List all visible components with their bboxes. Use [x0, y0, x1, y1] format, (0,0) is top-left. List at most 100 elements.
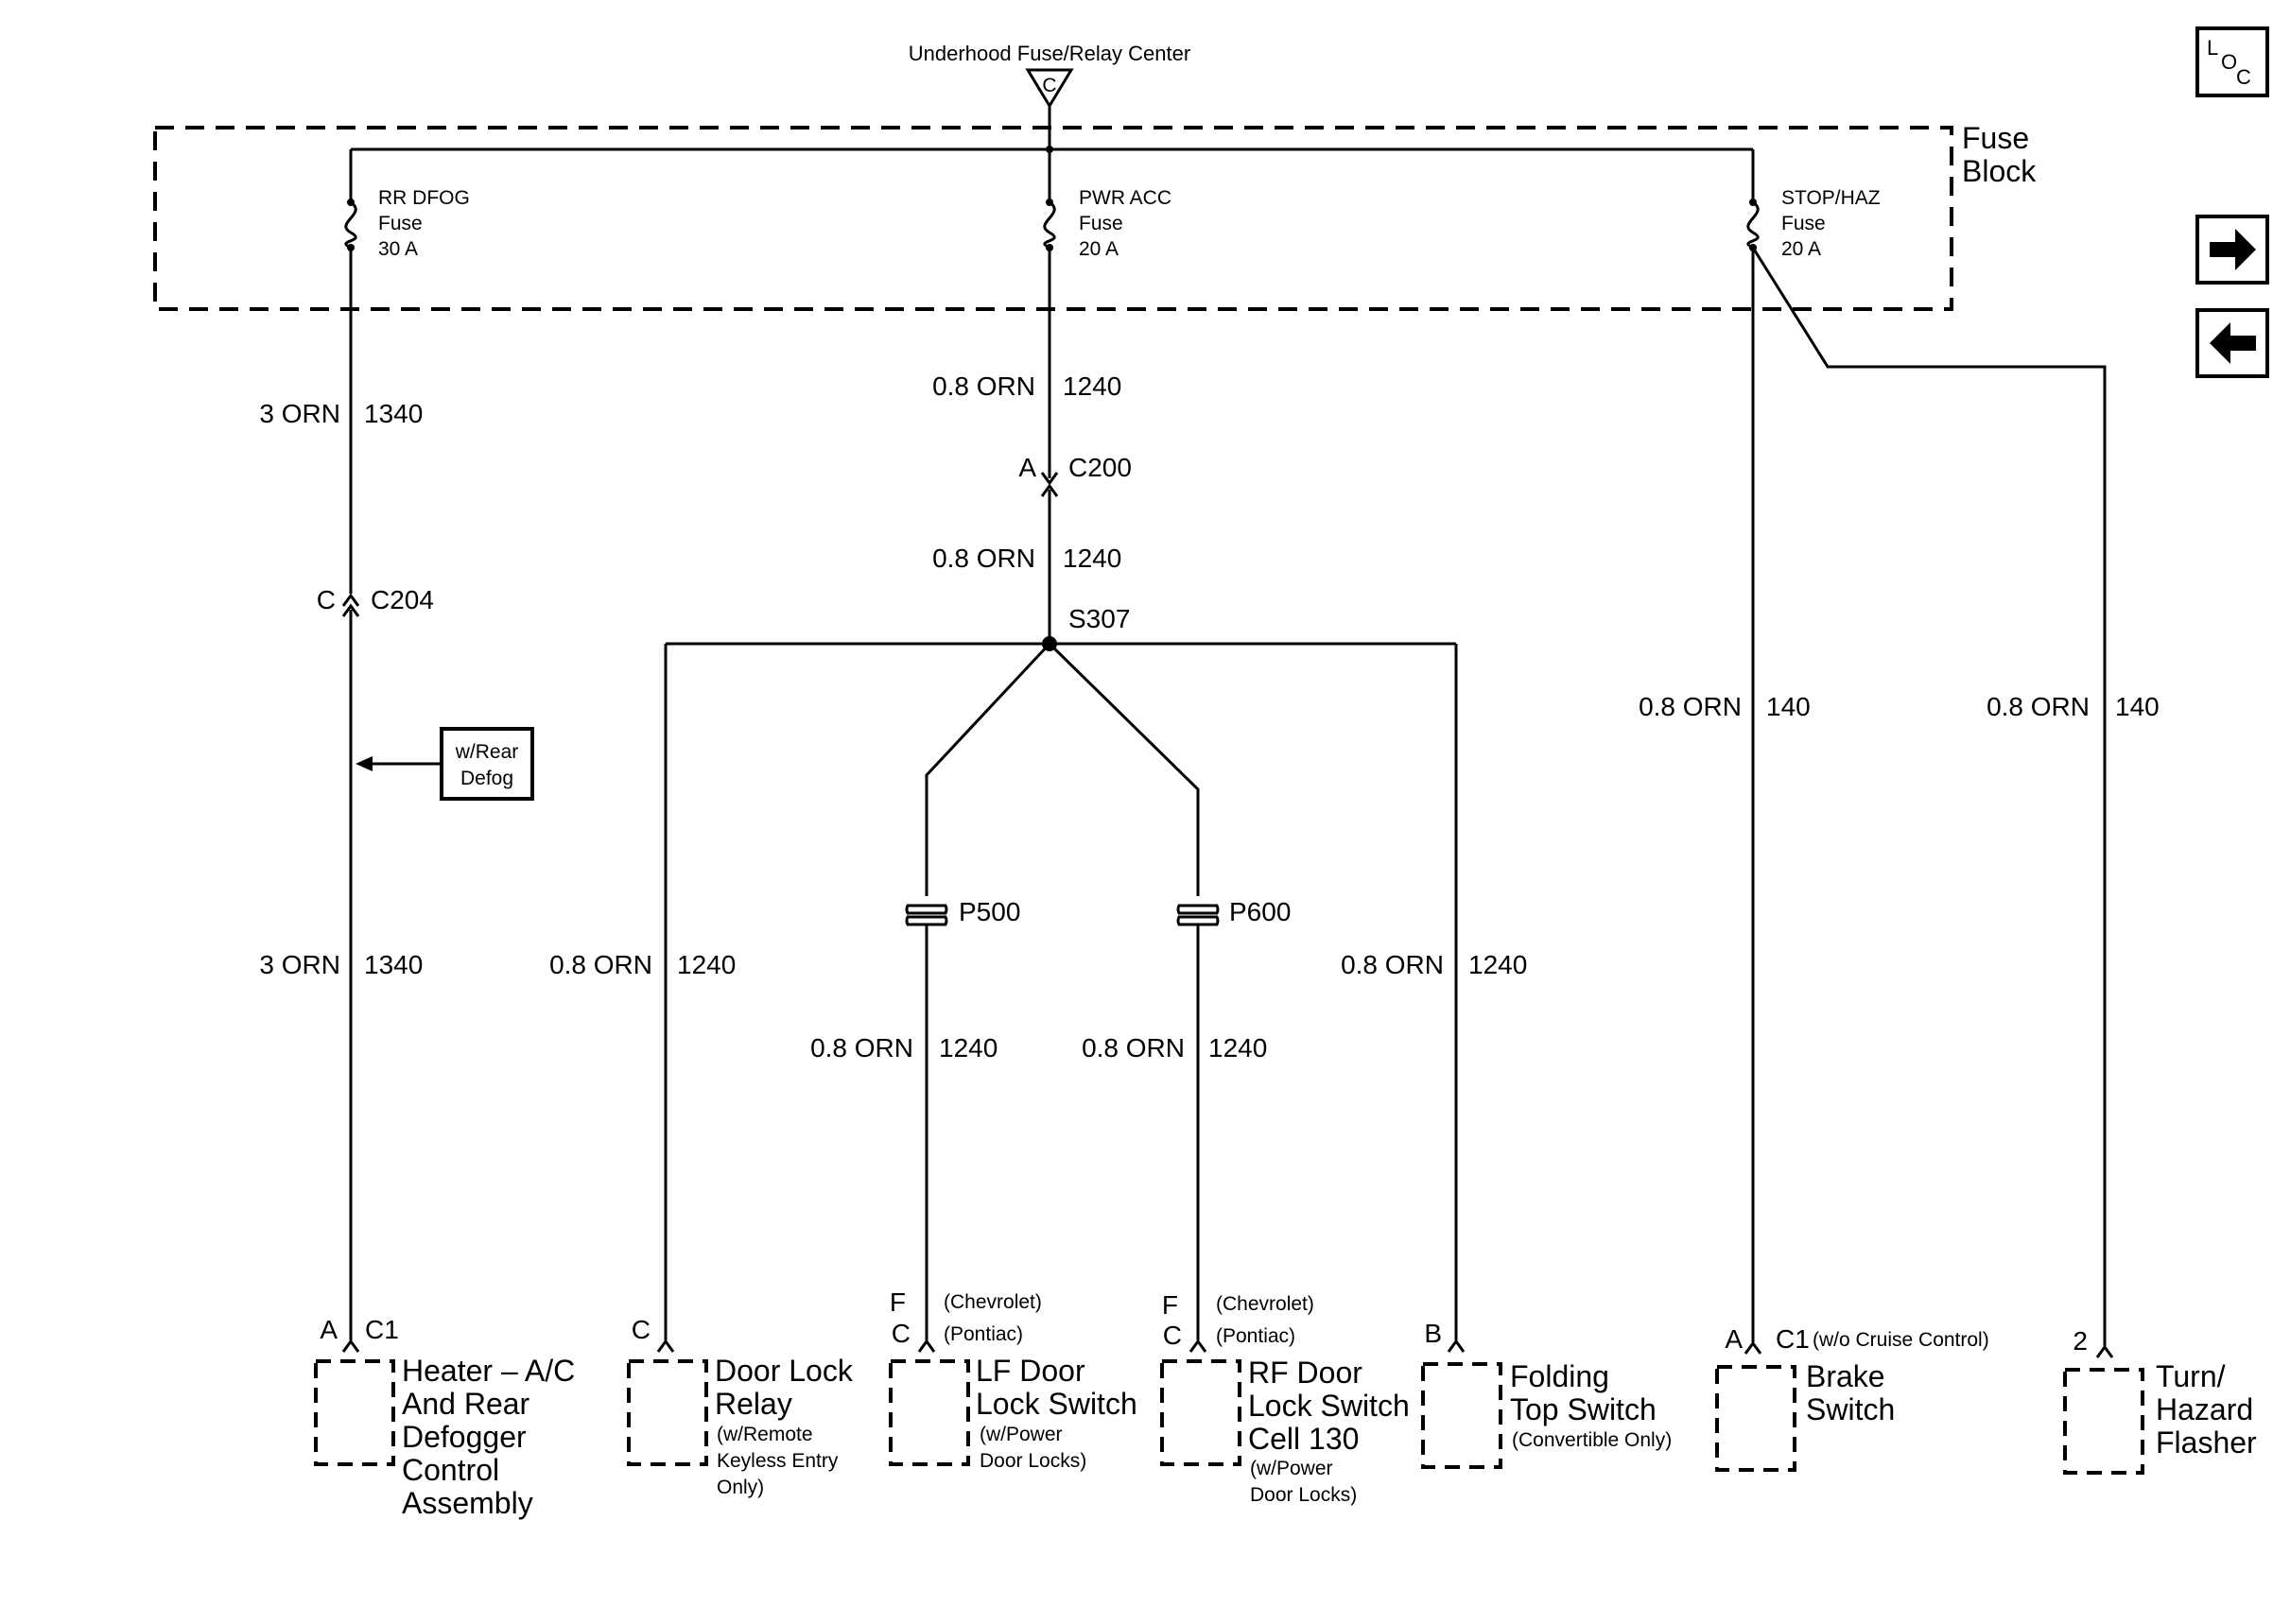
loc-letter-o: O — [2221, 50, 2237, 74]
fuse-pwr-acc-word: Fuse — [1079, 213, 1123, 234]
lf-pin2: C — [892, 1319, 911, 1348]
fuse-rr-dfog-name: RR DFOG — [378, 187, 470, 209]
fuse-pwr-acc: PWR ACC Fuse 20 A — [1043, 149, 1171, 260]
note-rear-defog-line1: w/Rear — [455, 741, 519, 763]
flasher-label-3: Flasher — [2156, 1425, 2257, 1460]
rf-note1: (Chevrolet) — [1216, 1293, 1314, 1315]
brake-pin: A — [1725, 1324, 1743, 1354]
relay-label-2: Relay — [715, 1387, 792, 1421]
forward-button[interactable] — [2195, 215, 2269, 285]
rf-label-2: Lock Switch — [1248, 1389, 1410, 1423]
wire-1240-mid-circuit: 1240 — [1063, 544, 1121, 573]
rf-pin2: C — [1163, 1321, 1182, 1350]
wire-1340-bot-gauge: 3 ORN — [259, 950, 340, 979]
flasher-label-1: Turn/ — [2156, 1359, 2226, 1393]
wire-1240-fold-gauge: 0.8 ORN — [1341, 950, 1444, 979]
brake-conn-note: (w/o Cruise Control) — [1813, 1329, 1989, 1351]
relay-pin: C — [632, 1315, 651, 1344]
component-brake-switch: A C1 (w/o Cruise Control) Brake Switch — [1715, 1324, 1989, 1472]
loc-letter-c: C — [2236, 65, 2251, 89]
fuse-block-label-2: Block — [1962, 154, 2037, 188]
fuse-stop-haz: STOP/HAZ Fuse 20 A — [1746, 149, 1881, 260]
wire-140-flasher-circuit: 140 — [2115, 692, 2160, 721]
heater-label-4: Control — [402, 1453, 499, 1487]
source-triangle — [1025, 68, 1074, 109]
wire-1240-mid-gauge: 0.8 ORN — [932, 544, 1035, 573]
brake-label-2: Switch — [1806, 1392, 1895, 1426]
component-turn-hazard-flasher: 2 Turn/ Hazard Flasher — [2063, 1326, 2257, 1475]
connector-p600-name: P600 — [1229, 897, 1291, 926]
heater-pin: A — [320, 1315, 338, 1344]
relay-note-2: Keyless Entry — [717, 1450, 839, 1472]
note-rear-defog: w/Rear Defog — [356, 727, 534, 801]
fuse-stop-haz-rating: 20 A — [1781, 238, 1821, 260]
wire-1340-top-gauge: 3 ORN — [259, 399, 340, 428]
heater-label-5: Assembly — [402, 1486, 533, 1520]
wire-1240-relay-gauge: 0.8 ORN — [549, 950, 652, 979]
flasher-label-2: Hazard — [2156, 1392, 2253, 1426]
back-button[interactable] — [2195, 308, 2269, 378]
component-door-lock-relay: C Door Lock Relay (w/Remote Keyless Entr… — [627, 1315, 854, 1498]
heater-label-3: Defogger — [402, 1420, 527, 1454]
wire-1240-top-gauge: 0.8 ORN — [932, 371, 1035, 401]
connector-c204: C C204 — [317, 585, 434, 617]
relay-note-1: (w/Remote — [717, 1424, 813, 1445]
lf-note-2: Door Locks) — [980, 1450, 1086, 1472]
connector-c200-pin: A — [1018, 453, 1036, 482]
rf-label-3: Cell 130 — [1248, 1422, 1359, 1456]
connector-p600: P600 — [1176, 897, 1291, 926]
component-folding-top-switch: B Folding Top Switch (Convertible Only) — [1421, 1319, 1672, 1469]
right-arrow-icon — [2210, 229, 2256, 270]
source-pin: C — [1042, 75, 1056, 96]
lf-note1: (Chevrolet) — [944, 1291, 1042, 1313]
wire-1240-lf-circuit: 1240 — [939, 1033, 998, 1063]
splice-s307-name: S307 — [1068, 604, 1130, 633]
rf-note-1: (w/Power — [1250, 1458, 1333, 1479]
lf-pin1: F — [890, 1287, 906, 1317]
component-heater-ac-defogger: A C1 Heater – A/C And Rear Defogger Cont… — [314, 1315, 575, 1520]
fuse-pwr-acc-rating: 20 A — [1079, 238, 1119, 260]
lf-label-2: Lock Switch — [976, 1387, 1137, 1421]
fuse-stop-haz-name: STOP/HAZ — [1781, 187, 1881, 209]
loc-button[interactable]: L O C — [2195, 26, 2269, 97]
relay-label-1: Door Lock — [715, 1354, 854, 1388]
note-rear-defog-line2: Defog — [460, 768, 513, 789]
fold-label-2: Top Switch — [1510, 1392, 1657, 1426]
heater-label-1: Heater – A/C — [402, 1354, 575, 1388]
rf-note-2: Door Locks) — [1250, 1484, 1357, 1506]
heater-label-2: And Rear — [402, 1387, 530, 1421]
wire-1240-lf-gauge: 0.8 ORN — [810, 1033, 913, 1063]
left-arrow-icon — [2210, 322, 2256, 364]
wire-1340-bot-circuit: 1340 — [364, 950, 423, 979]
fuse-rr-dfog-rating: 30 A — [378, 238, 418, 260]
loc-letter-l: L — [2207, 36, 2218, 60]
wire-1240-top-circuit: 1240 — [1063, 371, 1121, 401]
brake-conn: C1 — [1776, 1324, 1810, 1354]
wire-1240-relay-circuit: 1240 — [677, 950, 736, 979]
fold-note-1: (Convertible Only) — [1512, 1429, 1672, 1451]
fuse-rr-dfog-word: Fuse — [378, 213, 423, 234]
rf-pin1: F — [1162, 1290, 1178, 1320]
fuse-block-boundary — [153, 126, 1953, 311]
wire-1240-rf-gauge: 0.8 ORN — [1082, 1033, 1185, 1063]
lf-note-1: (w/Power — [980, 1424, 1063, 1445]
fuse-stop-haz-word: Fuse — [1781, 213, 1826, 234]
connector-c200: A C200 — [1018, 453, 1132, 497]
fuse-pwr-acc-name: PWR ACC — [1079, 187, 1171, 209]
connector-p500-name: P500 — [959, 897, 1020, 926]
wire-1240-rf-circuit: 1240 — [1208, 1033, 1267, 1063]
flasher-pin: 2 — [2073, 1326, 2088, 1356]
wire-140-flasher-gauge: 0.8 ORN — [1987, 692, 2090, 721]
source-title: Underhood Fuse/Relay Center — [909, 42, 1190, 65]
rf-note2: (Pontiac) — [1216, 1325, 1295, 1347]
heater-conn: C1 — [365, 1315, 399, 1344]
component-rf-door-lock-switch: F (Chevrolet) C (Pontiac) RF Door Lock S… — [1160, 1290, 1410, 1506]
wire-1240-fold-circuit: 1240 — [1468, 950, 1527, 979]
fuse-rr-dfog: RR DFOG Fuse 30 A — [344, 149, 470, 260]
fold-pin: B — [1424, 1319, 1442, 1348]
lf-label-1: LF Door — [976, 1354, 1085, 1388]
connector-c200-name: C200 — [1068, 453, 1132, 482]
rf-label-1: RF Door — [1248, 1356, 1362, 1390]
fold-label-1: Folding — [1510, 1359, 1609, 1393]
